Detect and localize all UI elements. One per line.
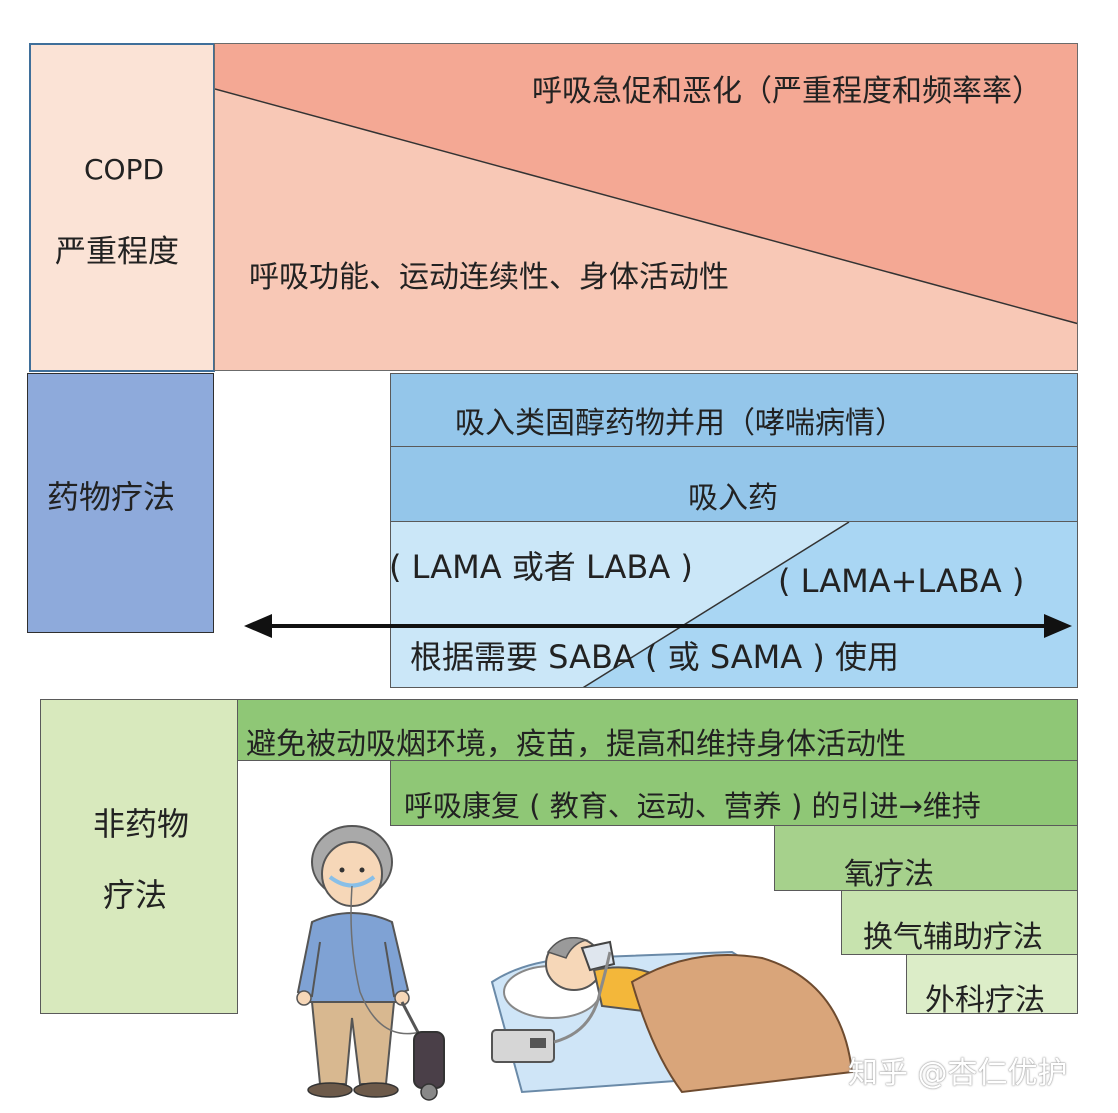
ventilation-support-text: 换气辅助疗法 bbox=[863, 920, 1043, 955]
inhaled-steroid-text: 吸入类固醇药物并用（哮喘病情） bbox=[455, 406, 905, 441]
arrow-head-right bbox=[1044, 614, 1072, 638]
bronchodilator-split-graphic bbox=[582, 522, 1077, 687]
combo-region bbox=[584, 522, 1077, 687]
surgery-row bbox=[906, 954, 1078, 1014]
inhaled-medication-text: 吸入药 bbox=[688, 481, 778, 516]
inhaled-steroid-row bbox=[390, 373, 1078, 447]
drug-therapy-label-box bbox=[27, 373, 214, 633]
inhaled-medication-row bbox=[390, 446, 1078, 522]
severity-diagonal-graphic bbox=[215, 44, 1077, 370]
elderly-man-with-portable-oxygen-icon bbox=[296, 825, 445, 1101]
severity-trend-area bbox=[214, 43, 1078, 371]
oxygen-therapy-text: 氧疗法 bbox=[844, 857, 934, 892]
lifestyle-text: 避免被动吸烟环境，疫苗，提高和维持身体活动性 bbox=[246, 727, 906, 762]
arrow-head-left bbox=[244, 614, 272, 638]
rehabilitation-row bbox=[390, 760, 1078, 826]
copd-severity-subtitle: 严重程度 bbox=[55, 234, 179, 270]
lifestyle-row bbox=[237, 699, 1078, 761]
copd-title: COPD bbox=[84, 153, 165, 186]
surgery-text: 外科疗法 bbox=[925, 983, 1045, 1018]
ventilation-support-row bbox=[841, 890, 1078, 955]
double-headed-arrow bbox=[244, 614, 1072, 638]
saba-as-needed-text: 根据需要 SABA ( 或 SAMA ) 使用 bbox=[410, 638, 899, 676]
rehabilitation-text: 呼吸康复 ( 教育、运动、营养 ) 的引进→维持 bbox=[404, 789, 981, 823]
dyspnea-exacerbation-text: 呼吸急促和恶化（严重程度和频率率） bbox=[532, 74, 1042, 109]
severity-divider-line bbox=[215, 88, 1077, 325]
non-drug-therapy-label-line1: 非药物 bbox=[93, 805, 190, 843]
lama-or-laba-text: ( LAMA 或者 LABA ) bbox=[389, 548, 693, 586]
patient-with-ventilator-mask-icon bbox=[490, 937, 854, 1094]
respiratory-function-text: 呼吸功能、运动连续性、身体活动性 bbox=[249, 260, 729, 295]
drug-therapy-label: 药物疗法 bbox=[47, 478, 176, 516]
watermark: 知乎 @杏仁优护 bbox=[848, 1056, 1068, 1091]
combo-divider-line bbox=[582, 522, 850, 687]
oxygen-therapy-row bbox=[774, 825, 1078, 891]
copd-severity-label-box bbox=[29, 43, 215, 372]
non-drug-therapy-label-line2: 疗法 bbox=[103, 876, 168, 914]
bronchodilator-row bbox=[390, 521, 1078, 688]
non-drug-therapy-label-box bbox=[40, 699, 238, 1014]
dyspnea-region bbox=[215, 44, 1077, 324]
lama-plus-laba-text: ( LAMA+LABA ) bbox=[778, 562, 1025, 600]
